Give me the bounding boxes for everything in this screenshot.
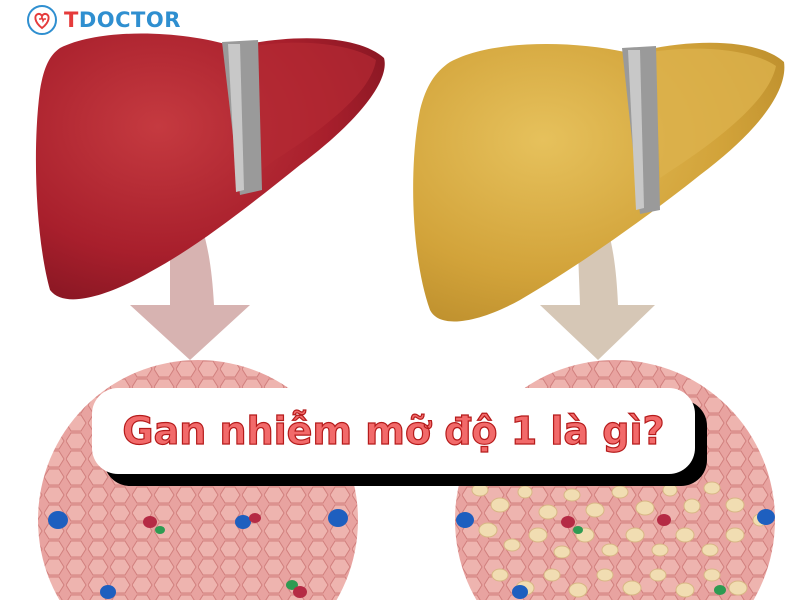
heart-stethoscope-icon <box>27 5 57 35</box>
brand-name: TDOCTOR <box>64 8 181 32</box>
page-title: Gan nhiễm mỡ độ 1 là gì? <box>122 408 665 453</box>
fatty-liver <box>413 42 785 322</box>
healthy-liver <box>35 33 385 300</box>
tdoctor-logo: TDOCTOR <box>26 4 181 36</box>
arrow-left <box>130 175 250 360</box>
title-banner: Gan nhiễm mỡ độ 1 là gì? <box>92 388 695 474</box>
arrow-right <box>540 168 655 360</box>
